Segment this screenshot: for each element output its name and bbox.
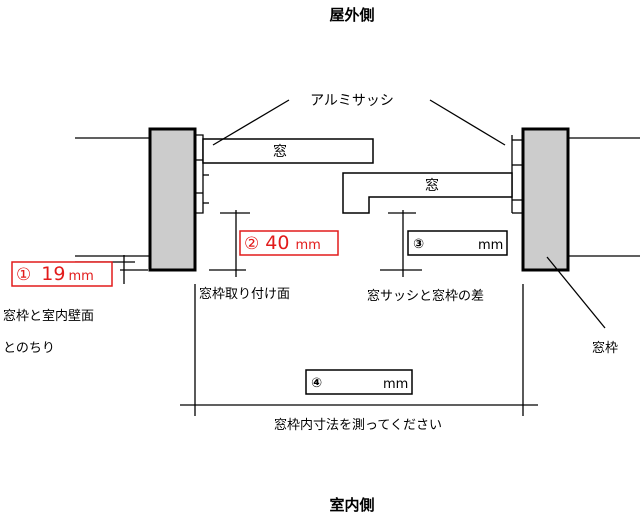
window-frame-label: 窓枠 <box>592 340 618 356</box>
measurement-1-value: 19 <box>41 263 65 285</box>
measurement-1-box[interactable] <box>11 261 113 287</box>
install-face-label: 窓枠取り付け面 <box>199 286 290 302</box>
aluminum-sash-pointer-right <box>429 99 506 146</box>
measurement-2-value: 40 <box>265 232 289 254</box>
measurement-2-unit: mm <box>295 238 320 253</box>
right-window-label: 窓 <box>425 177 439 194</box>
measurement-1-num: ① <box>16 265 31 285</box>
right-sash-bracket <box>511 135 523 214</box>
wall-gap-label-line1: 窓枠と室内壁面 <box>3 308 94 324</box>
measurement-1-unit: mm <box>68 269 93 284</box>
wall-gap-label-line2: とのちり <box>3 341 55 356</box>
measurement-2-text: ② 40 mm <box>244 232 321 254</box>
measurement-4-unit: mm <box>383 377 408 392</box>
left-window-pane <box>202 138 374 164</box>
aluminum-sash-label: アルミサッシ <box>310 93 394 109</box>
right-window-pane <box>342 172 513 214</box>
aluminum-sash-pointer-left <box>212 99 290 146</box>
install-face-dimension <box>209 210 250 277</box>
measure-instruction-label: 窓枠内寸法を測ってください <box>274 417 442 433</box>
sash-frame-diff-dimension <box>380 210 422 277</box>
measurement-4-box[interactable] <box>305 369 413 395</box>
measurement-3-num: ③ <box>413 237 424 252</box>
outdoor-side-label: 屋外側 <box>329 6 374 24</box>
indoor-side-label: 室内側 <box>329 496 374 514</box>
measurement-3-unit: mm <box>478 238 503 253</box>
inner-width-dimension <box>180 284 538 416</box>
left-window-label: 窓 <box>273 143 287 160</box>
right-window-frame <box>521 127 570 272</box>
left-window-frame <box>148 127 197 272</box>
measurement-2-box[interactable] <box>239 230 339 256</box>
measurement-2-num: ② <box>244 234 259 254</box>
measurement-4-num: ④ <box>311 376 322 391</box>
window-frame-pointer <box>546 256 606 329</box>
measurement-3-box[interactable] <box>407 230 508 256</box>
sash-frame-diff-label: 窓サッシと窓枠の差 <box>367 288 484 304</box>
